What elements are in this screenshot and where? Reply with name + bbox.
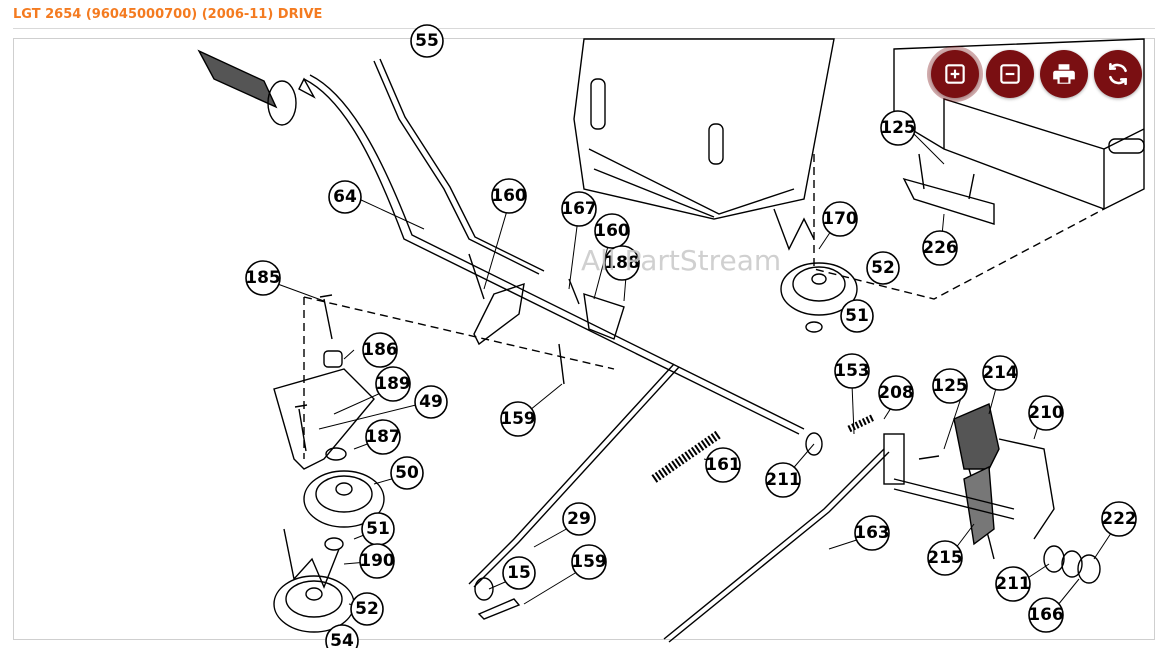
callout-125[interactable]: 125 [932,368,968,404]
svg-text:210: 210 [1028,403,1064,423]
callout-222[interactable]: 222 [1101,501,1137,537]
parts-diagram: 55 64 160 167 160 188 170 52 51 125 226 … [197,24,1145,648]
callout-153[interactable]: 153 [834,353,870,389]
svg-text:186: 186 [362,340,398,360]
callout-208[interactable]: 208 [878,375,914,411]
svg-text:222: 222 [1101,509,1137,529]
callout-190[interactable]: 190 [359,543,395,579]
svg-text:52: 52 [355,599,379,619]
callout-185[interactable]: 185 [245,260,281,296]
svg-text:161: 161 [705,455,741,475]
callout-159[interactable]: 159 [500,401,536,437]
callout-49[interactable]: 49 [414,385,448,419]
svg-text:54: 54 [330,631,354,648]
callout-52[interactable]: 52 [866,251,900,285]
callout-55[interactable]: 55 [410,24,444,58]
svg-text:160: 160 [594,221,630,241]
callout-214[interactable]: 214 [982,355,1018,391]
callout-226[interactable]: 226 [922,230,958,266]
svg-text:211: 211 [995,574,1031,594]
svg-text:163: 163 [854,523,890,543]
callout-211[interactable]: 211 [765,462,801,498]
callout-51[interactable]: 51 [840,299,874,333]
svg-text:55: 55 [415,31,439,51]
svg-text:159: 159 [571,552,607,572]
svg-text:211: 211 [765,470,801,490]
callout-189[interactable]: 189 [375,366,411,402]
callout-29[interactable]: 29 [562,502,596,536]
title-divider [13,28,1155,29]
svg-text:125: 125 [880,118,916,138]
callout-52[interactable]: 52 [350,592,384,626]
reset-button[interactable] [1094,50,1142,98]
page-title: LGT 2654 (96045000700) (2006-11) DRIVE [13,7,323,22]
svg-text:170: 170 [822,209,858,229]
callout-159[interactable]: 159 [571,544,607,580]
svg-text:51: 51 [366,519,390,539]
callout-15[interactable]: 15 [502,556,536,590]
svg-text:185: 185 [245,268,281,288]
zoom-in-button[interactable] [931,50,979,98]
callout-163[interactable]: 163 [854,515,890,551]
svg-text:166: 166 [1028,605,1064,625]
callout-170[interactable]: 170 [822,201,858,237]
svg-text:50: 50 [395,463,419,483]
plus-square-icon [945,64,965,84]
svg-text:226: 226 [922,238,958,258]
callout-167[interactable]: 167 [561,191,597,227]
svg-text:187: 187 [365,427,401,447]
callout-160[interactable]: 160 [594,213,630,249]
svg-text:167: 167 [561,199,597,219]
minus-square-icon [1000,64,1020,84]
svg-text:52: 52 [871,258,895,278]
callout-186[interactable]: 186 [362,332,398,368]
svg-text:188: 188 [604,253,640,273]
callout-166[interactable]: 166 [1028,597,1064,633]
svg-text:159: 159 [500,409,536,429]
watermark: All PartStream [581,244,782,277]
callout-64[interactable]: 64 [328,180,362,214]
svg-text:51: 51 [845,306,869,326]
svg-text:160: 160 [491,186,527,206]
svg-text:189: 189 [375,374,411,394]
svg-text:125: 125 [932,376,968,396]
printer-icon [1053,64,1075,84]
svg-text:153: 153 [834,361,870,381]
callout-215[interactable]: 215 [927,540,963,576]
zoom-out-button[interactable] [986,50,1034,98]
refresh-icon [1109,62,1127,86]
callout-188[interactable]: 188 [604,245,640,281]
callout-160[interactable]: 160 [491,178,527,214]
callout-125[interactable]: 125 [880,110,916,146]
svg-text:208: 208 [878,383,914,403]
print-button[interactable] [1040,50,1088,98]
svg-text:215: 215 [927,548,963,568]
callout-211[interactable]: 211 [995,566,1031,602]
callout-51[interactable]: 51 [361,512,395,546]
parts-diagram-viewer[interactable]: 55 64 160 167 160 188 170 52 51 125 226 … [13,24,1155,648]
svg-text:214: 214 [982,363,1018,383]
callout-50[interactable]: 50 [390,456,424,490]
svg-text:29: 29 [567,509,591,529]
callout-187[interactable]: 187 [365,419,401,455]
svg-text:15: 15 [507,563,531,583]
callout-54[interactable]: 54 [325,624,359,648]
callout-210[interactable]: 210 [1028,395,1064,431]
svg-text:64: 64 [333,187,357,207]
callout-161[interactable]: 161 [705,447,741,483]
svg-text:49: 49 [419,392,443,412]
svg-text:190: 190 [359,551,395,571]
